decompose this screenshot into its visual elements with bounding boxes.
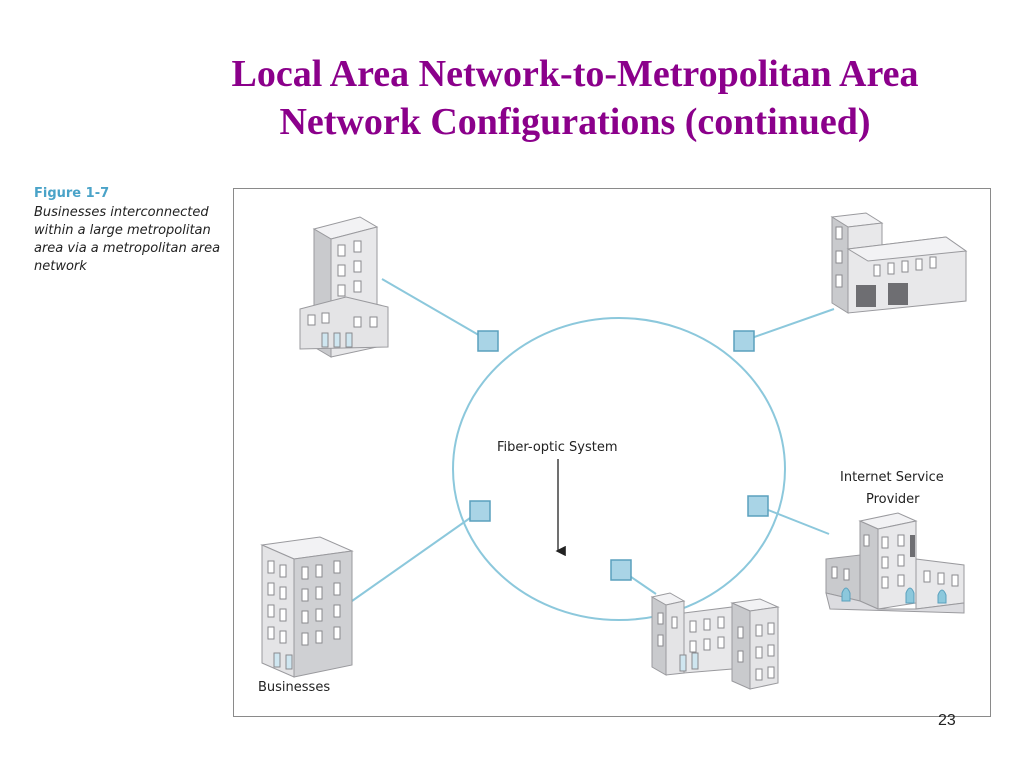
fiber-optic-ring xyxy=(452,317,786,621)
isp-label-line2: Provider xyxy=(866,492,920,507)
figure-description: Businesses interconnected within a large… xyxy=(34,205,221,274)
building-businesses xyxy=(260,536,354,678)
businesses-label: Businesses xyxy=(258,680,330,695)
fiber-optic-label: Fiber-optic System xyxy=(497,440,618,455)
slide-title: Local Area Network-to-Metropolitan Area … xyxy=(140,50,1010,146)
link-bottom-left xyxy=(351,510,481,602)
isp-label-line1: Internet Service xyxy=(840,470,944,485)
building-isp xyxy=(825,512,965,614)
title-line-1: Local Area Network-to-Metropolitan Area xyxy=(231,53,919,95)
ring-nodes xyxy=(469,330,769,581)
diagram-frame: Fiber-optic System xyxy=(233,188,991,717)
title-line-2: Network Configurations (continued) xyxy=(279,101,871,143)
figure-caption: Figure 1-7 Businesses interconnected wit… xyxy=(34,185,224,276)
link-right xyxy=(757,505,830,535)
building-bottom-center xyxy=(650,592,780,690)
building-top-right xyxy=(830,212,968,314)
figure-number: Figure 1-7 xyxy=(34,186,110,201)
ring-node-top-left xyxy=(477,330,499,352)
ring-node-left xyxy=(469,500,491,522)
link-top-right xyxy=(742,308,835,342)
building-top-left xyxy=(299,216,389,358)
page-number: 23 xyxy=(938,712,956,729)
ring-node-top-right xyxy=(733,330,755,352)
ring-node-bottom xyxy=(610,559,632,581)
link-top-left xyxy=(381,278,490,342)
ring-node-right xyxy=(747,495,769,517)
man-diagram: Fiber-optic System xyxy=(258,212,968,695)
